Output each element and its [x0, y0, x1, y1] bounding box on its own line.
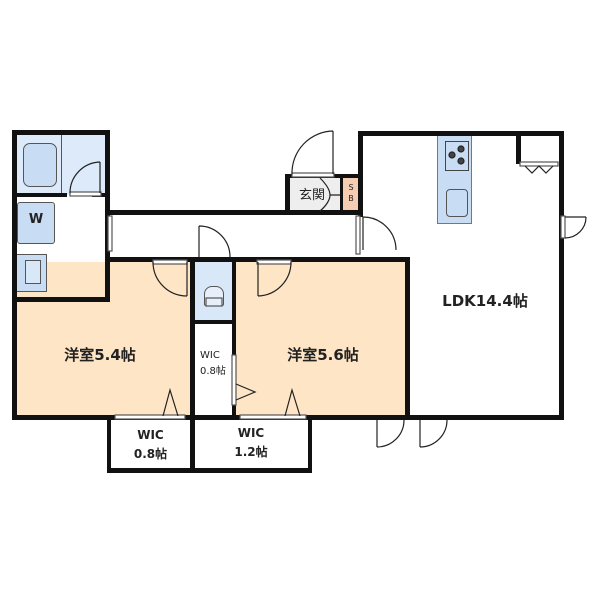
wall — [192, 320, 235, 324]
washer — [17, 202, 55, 244]
western-room-2-label: 洋室5.6帖 — [287, 346, 359, 364]
western-room-1-label: 洋室5.4帖 — [64, 346, 136, 364]
wall — [516, 131, 521, 164]
wic-left-bottom-line2: 0.8帖 — [133, 447, 168, 461]
washer-label: W — [28, 212, 44, 227]
sink-bowl — [25, 260, 41, 284]
wall — [285, 210, 363, 215]
shoe-box-label-line1: S — [348, 183, 354, 192]
wall — [358, 131, 363, 217]
wall — [308, 415, 312, 472]
wall — [107, 210, 287, 215]
wall — [12, 193, 67, 197]
shoe-box-label: S B — [343, 182, 359, 204]
wic-small-vertical-line2: 0.8帖 — [200, 366, 226, 377]
shoe-box — [343, 178, 359, 212]
ldk-label: LDK14.4帖 — [442, 292, 528, 310]
wic-left-bottom-label: WIC 0.8帖 — [111, 426, 190, 464]
wall — [285, 174, 290, 215]
bath-divider — [61, 133, 62, 195]
wic-right-bottom-label: WIC 1.2帖 — [211, 424, 291, 462]
wic-left-bottom-line1: WIC — [137, 428, 164, 442]
shoe-box-label-line2: B — [348, 194, 354, 203]
western-room-2 — [235, 262, 407, 417]
entrance-label: 玄関 — [298, 188, 325, 203]
wall — [107, 415, 111, 472]
wall — [12, 130, 17, 420]
wic-small-vertical-label: WIC 0.8帖 — [196, 348, 236, 380]
wall — [340, 174, 343, 215]
wall — [559, 131, 564, 419]
entrance — [288, 176, 342, 212]
wic-right-bottom-line1: WIC — [237, 426, 265, 440]
wall — [12, 297, 110, 302]
wall — [107, 468, 312, 473]
wall — [190, 257, 195, 472]
wall — [405, 257, 410, 419]
wic-small-vertical-line1: WIC — [200, 350, 220, 361]
bathtub — [23, 143, 57, 187]
wall — [232, 257, 236, 417]
kitchen-sink — [446, 189, 468, 217]
wall — [12, 130, 110, 135]
wall — [358, 131, 564, 136]
wic-right-bottom-line2: 1.2帖 — [234, 445, 268, 459]
